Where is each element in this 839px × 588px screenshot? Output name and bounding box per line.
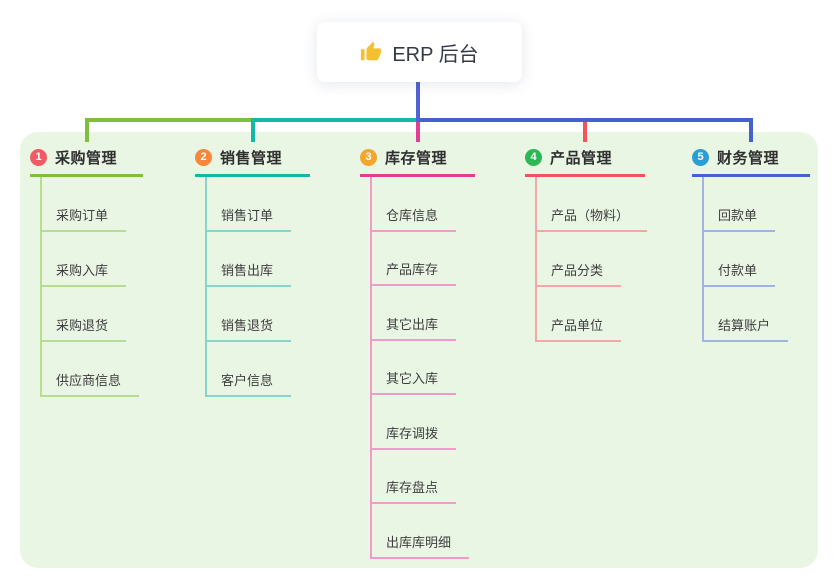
- child-node[interactable]: 销售出库: [207, 260, 292, 287]
- connector-drop-2: [250, 118, 255, 142]
- connector-drop-5: [749, 118, 753, 142]
- branch-1-children: 采购订单采购入库采购退货供应商信息: [40, 177, 140, 397]
- branch-3-children: 仓库信息产品库存其它出库其它入库库存调拨库存盘点出库库明细: [370, 177, 470, 559]
- child-node[interactable]: 采购订单: [42, 205, 127, 232]
- connector-drop-3: [415, 118, 420, 142]
- connector-root-stem: [416, 82, 420, 122]
- child-node[interactable]: 回款单: [704, 205, 776, 232]
- connector-trunk-5: [418, 118, 753, 122]
- branches-panel: [20, 132, 818, 568]
- branch-label: 财务管理: [717, 150, 780, 167]
- child-node[interactable]: 库存盘点: [372, 477, 457, 504]
- branch-label: 库存管理: [385, 150, 448, 167]
- root-node[interactable]: ERP 后台: [317, 22, 522, 82]
- connector-drop-1: [84, 118, 89, 142]
- child-node[interactable]: 其它出库: [372, 314, 457, 341]
- thumbs-up-icon: [360, 41, 382, 63]
- branch-1-header[interactable]: 1 采购管理: [30, 147, 143, 177]
- connector-trunk-2: [252, 118, 420, 122]
- child-node[interactable]: 仓库信息: [372, 205, 457, 232]
- branch-label: 采购管理: [55, 150, 118, 167]
- child-node[interactable]: 产品单位: [537, 315, 622, 342]
- child-node[interactable]: 采购退货: [42, 315, 127, 342]
- branch-4-children: 产品（物料） 产品分类产品单位: [535, 177, 648, 342]
- child-node[interactable]: 销售退货: [207, 315, 292, 342]
- branch-5-header[interactable]: 5 财务管理: [692, 147, 810, 177]
- child-node[interactable]: 其它入库: [372, 368, 457, 395]
- branch-2-children: 销售订单销售出库销售退货客户信息: [205, 177, 292, 397]
- child-node[interactable]: 库存调拨: [372, 423, 457, 450]
- branch-3-header[interactable]: 3 库存管理: [360, 147, 475, 177]
- branch-label: 产品管理: [550, 150, 613, 167]
- child-node[interactable]: 产品（物料）: [537, 205, 648, 232]
- branch-4-header[interactable]: 4 产品管理: [525, 147, 645, 177]
- branch-5-children: 回款单付款单结算账户: [702, 177, 789, 342]
- child-node[interactable]: 销售订单: [207, 205, 292, 232]
- child-node[interactable]: 客户信息: [207, 370, 292, 397]
- child-node[interactable]: 付款单: [704, 260, 776, 287]
- branch-number-badge: 5: [692, 149, 709, 166]
- child-node[interactable]: 出库库明细: [372, 532, 470, 559]
- child-node[interactable]: 产品分类: [537, 260, 622, 287]
- child-node[interactable]: 采购入库: [42, 260, 127, 287]
- branch-number-badge: 2: [195, 149, 212, 166]
- branch-number-badge: 4: [525, 149, 542, 166]
- branch-2-header[interactable]: 2 销售管理: [195, 147, 310, 177]
- branch-number-badge: 3: [360, 149, 377, 166]
- root-label: ERP 后台: [392, 43, 479, 66]
- child-node[interactable]: 供应商信息: [42, 370, 140, 397]
- child-node[interactable]: 产品库存: [372, 259, 457, 286]
- branch-number-badge: 1: [30, 149, 47, 166]
- connector-drop-4: [583, 118, 587, 142]
- child-node[interactable]: 结算账户: [704, 315, 789, 342]
- branch-label: 销售管理: [220, 150, 283, 167]
